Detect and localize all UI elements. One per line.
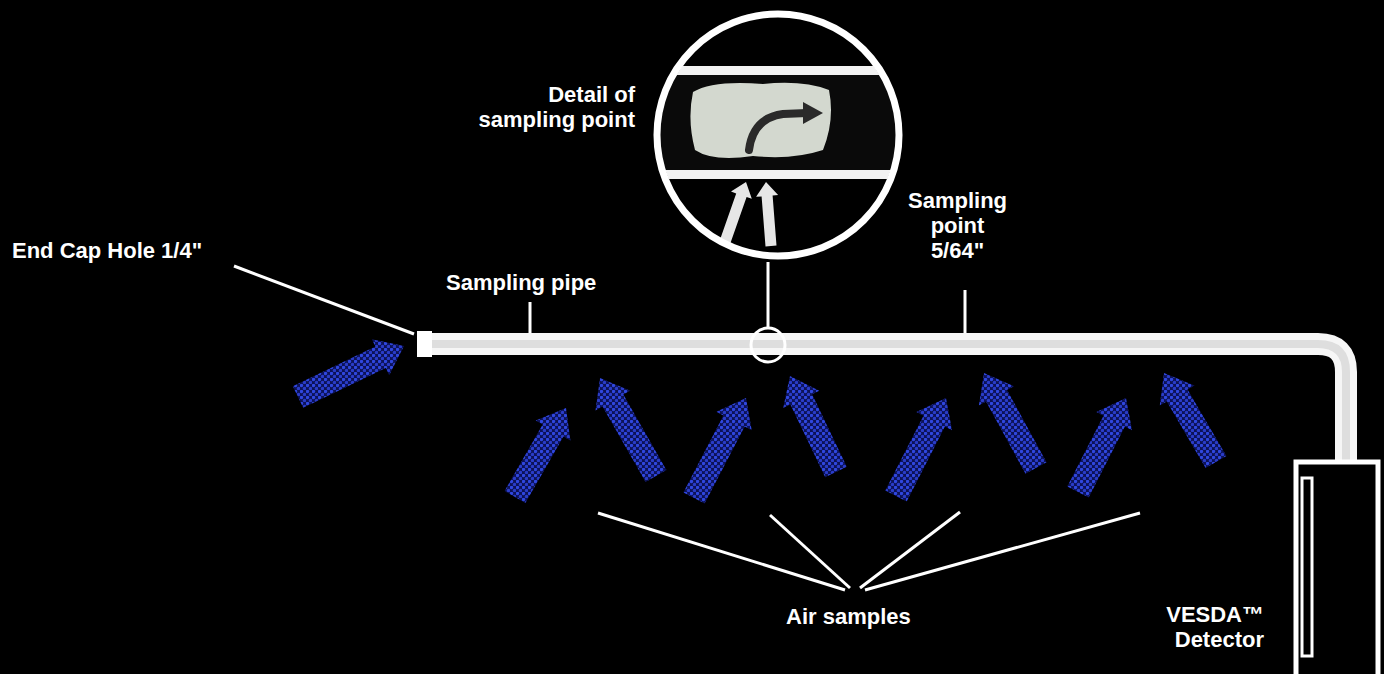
sampling-point-marker <box>751 328 785 362</box>
detail-circle-outline <box>653 10 903 260</box>
air-sample-arrow <box>1067 398 1132 498</box>
node-heading: Detail of sampling point <box>463 82 635 132</box>
part-label: End Cap Hole 1/4" <box>12 238 202 263</box>
group-label: Air samples <box>786 604 911 629</box>
air-sample-arrow <box>720 182 752 244</box>
leader-line <box>964 290 967 333</box>
air-sample-arrow <box>756 182 778 246</box>
detail-link <box>767 262 770 328</box>
air-sample-arrow <box>1160 373 1227 468</box>
detail-circle: Detail of sampling point <box>653 10 903 260</box>
air-sample-arrow <box>596 378 667 482</box>
vesda-detector: VESDA™ Detector <box>1296 462 1378 674</box>
air-sample-arrow <box>683 398 751 504</box>
leader-line <box>234 266 414 334</box>
sampling-hole <box>690 83 831 158</box>
air-sample-arrow <box>783 376 847 477</box>
air-sample-arrow <box>293 339 404 408</box>
vesda-detector-outline <box>1296 462 1378 674</box>
air-sample-arrow <box>505 408 571 503</box>
leader-line <box>529 302 532 333</box>
dimension-label: Sampling point 5/64" <box>908 188 1007 263</box>
fan-leaders <box>598 512 1140 590</box>
air-sample-arrows <box>293 339 1227 503</box>
part-label: Sampling pipe <box>446 270 596 295</box>
air-sample-arrow <box>885 398 952 502</box>
air-sample-arrow <box>979 373 1047 474</box>
end-cap <box>417 331 432 357</box>
node-heading: VESDA™ Detector <box>1166 602 1264 652</box>
